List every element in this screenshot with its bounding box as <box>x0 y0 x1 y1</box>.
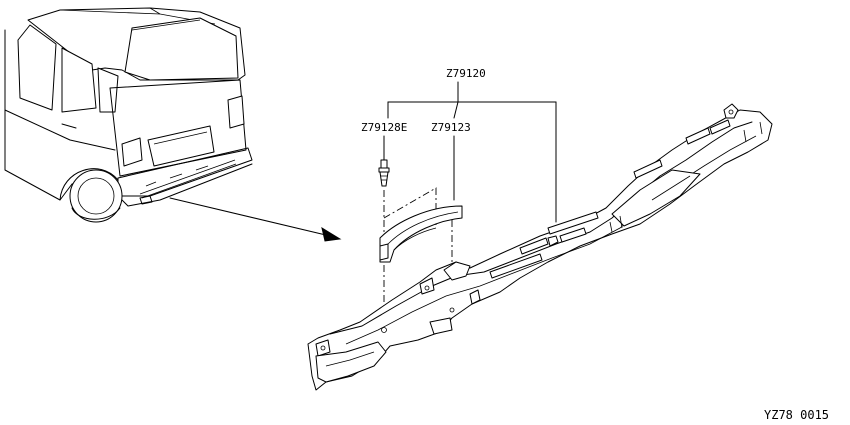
figure-code: YZ78 0015 <box>764 408 829 422</box>
location-arrow <box>169 197 342 242</box>
side-cover-part <box>379 205 463 263</box>
clip-part <box>378 159 390 187</box>
under-cover-part <box>307 103 773 391</box>
leader-lines <box>383 81 557 223</box>
label-cover: Z79123 <box>431 121 471 134</box>
vehicle-illustration <box>4 7 253 223</box>
label-clip: Z79128E <box>361 121 407 134</box>
label-main-part: Z79120 <box>446 67 486 80</box>
